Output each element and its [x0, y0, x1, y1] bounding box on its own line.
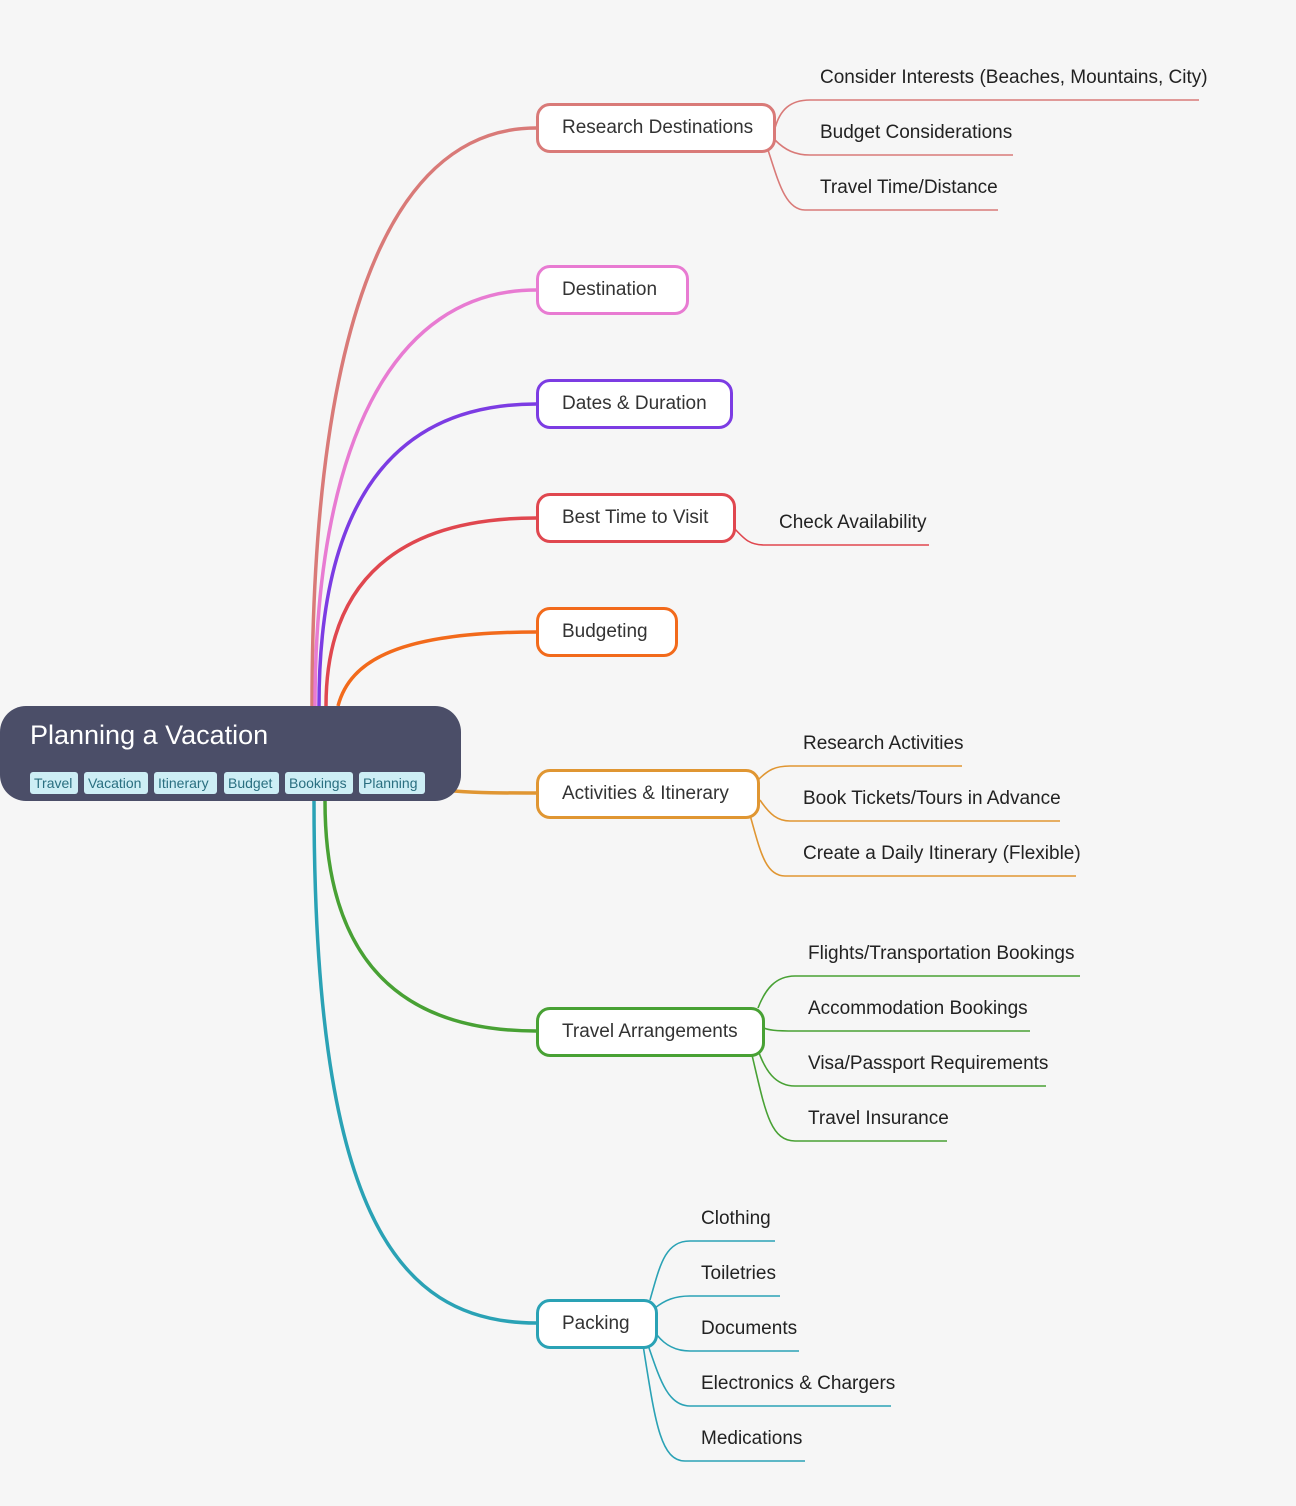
connector-best-time [324, 516, 537, 707]
branch-activities-itinerary[interactable]: Activities & Itinerary [536, 769, 760, 819]
leaf-documents[interactable]: Documents [701, 1318, 798, 1339]
branch-destination[interactable]: Destination [536, 265, 689, 315]
leaf-toiletries[interactable]: Toiletries [701, 1263, 776, 1284]
connector-leaf [763, 1027, 1030, 1032]
connector-leaf [654, 1295, 780, 1309]
branch-travel-arrangements[interactable]: Travel Arrangements [536, 1007, 765, 1057]
root-title: Planning a Vacation [30, 720, 269, 750]
connector-travel-arrangements [323, 800, 537, 1033]
connector-activities [453, 789, 537, 795]
root-node[interactable]: Planning a Vacation Travel Vacation Itin… [0, 706, 461, 801]
leaf-flights-transportation[interactable]: Flights/Transportation Bookings [808, 943, 1075, 964]
connector-leaf [751, 1054, 947, 1142]
leaf-daily-itinerary[interactable]: Create a Daily Itinerary (Flexible) [803, 843, 1081, 864]
connector-leaf [774, 139, 1013, 156]
tag-budget[interactable]: Budget [224, 772, 279, 794]
leaf-accommodation-bookings[interactable]: Accommodation Bookings [808, 998, 1028, 1019]
connector-budgeting [336, 630, 537, 707]
connector-leaf [757, 975, 1080, 1009]
connector-leaf [757, 765, 962, 781]
leaf-research-activities[interactable]: Research Activities [803, 733, 964, 754]
leaf-check-availability[interactable]: Check Availability [779, 512, 927, 533]
connector-leaf [656, 1334, 799, 1352]
connector-packing [312, 800, 537, 1325]
connector-leaf [642, 1344, 805, 1462]
leaf-visa-passport[interactable]: Visa/Passport Requirements [808, 1053, 1049, 1074]
tag-vacation[interactable]: Vacation [84, 772, 148, 794]
leaf-book-tickets-tours[interactable]: Book Tickets/Tours in Advance [803, 788, 1061, 809]
leaf-electronics-chargers[interactable]: Electronics & Chargers [701, 1373, 896, 1394]
branch-research-destinations[interactable]: Research Destinations [536, 103, 776, 153]
leaf-travel-time-distance[interactable]: Travel Time/Distance [820, 177, 998, 198]
connector-leaf [749, 814, 1076, 877]
connector-leaf [647, 1344, 891, 1407]
leaf-consider-interests[interactable]: Consider Interests (Beaches, Mountains, … [820, 67, 1208, 88]
branch-packing[interactable]: Packing [536, 1299, 658, 1349]
leaf-budget-considerations[interactable]: Budget Considerations [820, 122, 1013, 143]
connector-leaf [757, 1049, 1046, 1087]
tag-bookings[interactable]: Bookings [285, 772, 353, 794]
branch-dates-duration[interactable]: Dates & Duration [536, 379, 733, 429]
tag-travel[interactable]: Travel [30, 772, 78, 794]
tag-planning[interactable]: Planning [359, 772, 425, 794]
leaf-medications[interactable]: Medications [701, 1428, 803, 1449]
connector-leaf [774, 99, 1199, 129]
leaf-clothing[interactable]: Clothing [701, 1208, 771, 1229]
connector-leaf [649, 1240, 775, 1301]
connector-leaf [759, 799, 1060, 822]
connector-leaf [767, 149, 998, 211]
connector-destination [313, 288, 537, 707]
branch-best-time-to-visit[interactable]: Best Time to Visit [536, 493, 736, 543]
connector-research-destinations [310, 126, 537, 707]
leaf-travel-insurance[interactable]: Travel Insurance [808, 1108, 949, 1129]
connector-dates-duration [317, 402, 537, 707]
branch-budgeting[interactable]: Budgeting [536, 607, 678, 657]
tag-itinerary[interactable]: Itinerary [154, 772, 217, 794]
connector-leaf [733, 527, 929, 546]
